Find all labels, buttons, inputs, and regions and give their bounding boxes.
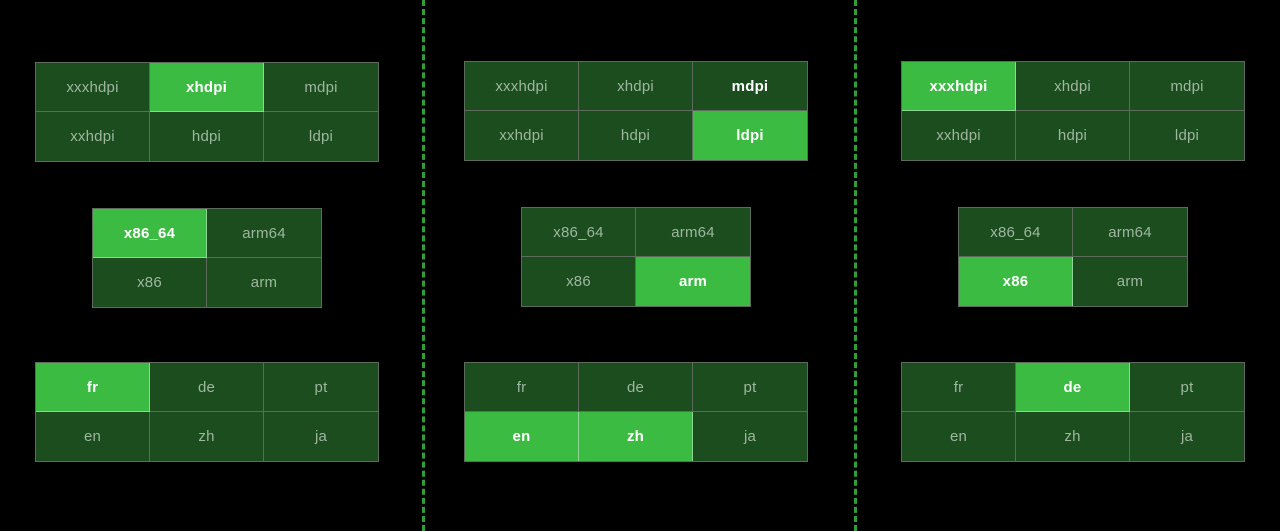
language-option-pt[interactable]: pt: [693, 363, 807, 412]
cpu-architecture-option-arm64[interactable]: arm64: [636, 208, 750, 257]
screen-density-option-xhdpi[interactable]: xhdpi: [579, 62, 693, 111]
language-option-de[interactable]: de: [150, 363, 264, 412]
screen-density-option-mdpi[interactable]: mdpi: [1130, 62, 1244, 111]
screen-density-option-hdpi[interactable]: hdpi: [150, 112, 264, 161]
screen-density-option-mdpi[interactable]: mdpi: [693, 62, 807, 111]
cpu-architecture-option-arm64[interactable]: arm64: [207, 209, 321, 258]
language-option-zh[interactable]: zh: [579, 412, 693, 461]
cpu-architecture-option-x86[interactable]: x86: [959, 257, 1073, 306]
cpu-architecture-option-x86[interactable]: x86: [522, 257, 636, 306]
screen-density-option-xhdpi[interactable]: xhdpi: [150, 63, 264, 112]
screen-density-option-ldpi[interactable]: ldpi: [1130, 111, 1244, 160]
language-option-en[interactable]: en: [36, 412, 150, 461]
screen-density-option-hdpi[interactable]: hdpi: [1016, 111, 1130, 160]
cpu-architecture-option-arm[interactable]: arm: [636, 257, 750, 306]
screen-density-option-xxxhdpi[interactable]: xxxhdpi: [36, 63, 150, 112]
screen-density-option-xxhdpi[interactable]: xxhdpi: [465, 111, 579, 160]
language-option-de[interactable]: de: [579, 363, 693, 412]
screen-density-option-hdpi[interactable]: hdpi: [579, 111, 693, 160]
language-option-ja[interactable]: ja: [693, 412, 807, 461]
cpu-architecture-option-x86_64[interactable]: x86_64: [959, 208, 1073, 257]
screen-density-option-xhdpi[interactable]: xhdpi: [1016, 62, 1130, 111]
language-option-en[interactable]: en: [465, 412, 579, 461]
language-option-de[interactable]: de: [1016, 363, 1130, 412]
language-option-pt[interactable]: pt: [264, 363, 378, 412]
screen-density-option-xxhdpi[interactable]: xxhdpi: [902, 111, 1016, 160]
language-option-fr[interactable]: fr: [465, 363, 579, 412]
language-option-zh[interactable]: zh: [150, 412, 264, 461]
screen-density-option-mdpi[interactable]: mdpi: [264, 63, 378, 112]
language-option-ja[interactable]: ja: [1130, 412, 1244, 461]
language-option-zh[interactable]: zh: [1016, 412, 1130, 461]
screen-density-option-ldpi[interactable]: ldpi: [693, 111, 807, 160]
screen-density-option-xxhdpi[interactable]: xxhdpi: [36, 112, 150, 161]
language-option-fr[interactable]: fr: [36, 363, 150, 412]
cpu-architecture-option-x86_64[interactable]: x86_64: [522, 208, 636, 257]
language-option-en[interactable]: en: [902, 412, 1016, 461]
cpu-architecture-option-arm[interactable]: arm: [1073, 257, 1187, 306]
screen-density-option-xxxhdpi[interactable]: xxxhdpi: [465, 62, 579, 111]
cpu-architecture-option-x86[interactable]: x86: [93, 258, 207, 307]
language-option-fr[interactable]: fr: [902, 363, 1016, 412]
screen-density-option-ldpi[interactable]: ldpi: [264, 112, 378, 161]
screen-density-option-xxxhdpi[interactable]: xxxhdpi: [902, 62, 1016, 111]
cpu-architecture-option-x86_64[interactable]: x86_64: [93, 209, 207, 258]
language-option-ja[interactable]: ja: [264, 412, 378, 461]
cpu-architecture-option-arm[interactable]: arm: [207, 258, 321, 307]
language-option-pt[interactable]: pt: [1130, 363, 1244, 412]
cpu-architecture-option-arm64[interactable]: arm64: [1073, 208, 1187, 257]
